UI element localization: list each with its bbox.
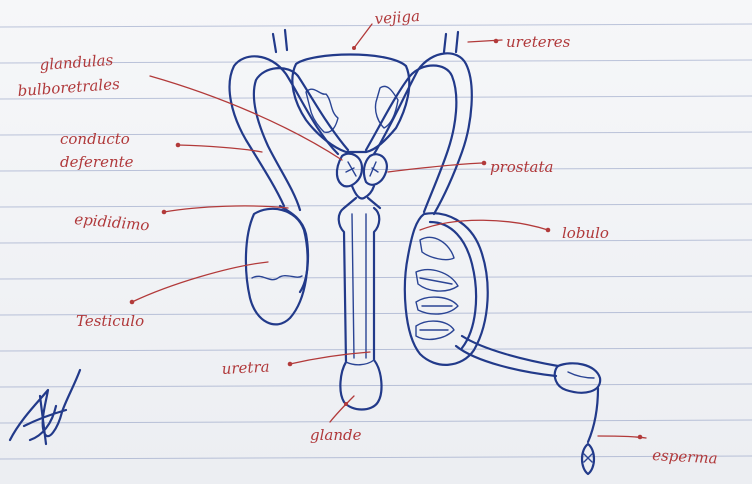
pointer-prostata bbox=[388, 163, 484, 172]
label-epididimo: epididimo bbox=[74, 210, 151, 234]
signature bbox=[10, 370, 80, 444]
label-uretra: uretra bbox=[221, 358, 270, 378]
epididymis-left bbox=[280, 206, 308, 292]
sperm-tail bbox=[456, 346, 556, 376]
label-prostata: prostata bbox=[490, 158, 553, 176]
label-vejiga: vejiga bbox=[374, 7, 421, 28]
urethra-junction bbox=[344, 186, 380, 208]
sperm-small-tail bbox=[588, 388, 598, 442]
vas-deferens-left bbox=[230, 56, 338, 206]
lobule-2 bbox=[416, 270, 458, 291]
label-lobulo: lobulo bbox=[562, 224, 609, 242]
pointer-lobulo bbox=[420, 220, 548, 230]
testicle-left bbox=[246, 209, 308, 325]
label-glande: glande bbox=[310, 426, 362, 444]
label-conducto-line2: deferente bbox=[60, 153, 134, 171]
penis-shaft bbox=[339, 208, 382, 410]
labels: vejiga ureteres glandulas bulboretrales … bbox=[17, 7, 718, 468]
label-esperma: esperma bbox=[652, 446, 718, 467]
sperm-tail-outer bbox=[462, 336, 558, 366]
sperm-small-head bbox=[582, 444, 594, 474]
penis-inner bbox=[352, 214, 366, 358]
label-glandulas-line1: glandulas bbox=[39, 51, 114, 74]
pointer-uretra bbox=[290, 352, 370, 364]
bladder-inner-right bbox=[375, 86, 398, 128]
glans-line bbox=[346, 360, 374, 365]
label-testiculo: Testiculo bbox=[76, 312, 144, 330]
ureter-left bbox=[273, 30, 287, 52]
label-glandulas-line2: bulboretrales bbox=[17, 75, 121, 100]
vas-deferens-left-inner bbox=[254, 68, 348, 210]
pointer-vejiga bbox=[354, 24, 372, 48]
ureter-right bbox=[444, 32, 458, 52]
label-conducto-line1: conducto bbox=[60, 130, 130, 148]
label-ureteres: ureteres bbox=[506, 33, 571, 51]
